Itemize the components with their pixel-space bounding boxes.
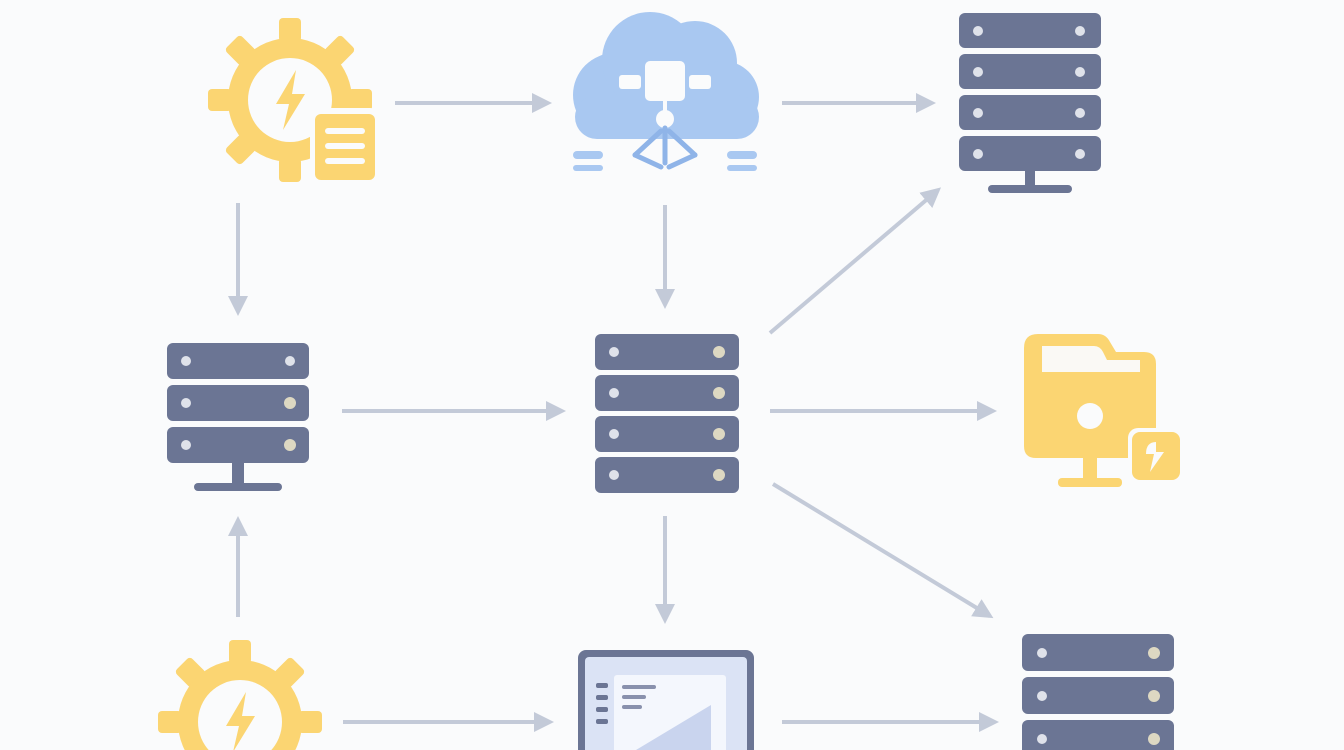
edges [228, 93, 999, 732]
server-stack-icon[interactable] [959, 13, 1101, 193]
gear-document-icon[interactable] [208, 18, 378, 184]
server-stack-icon[interactable] [167, 343, 309, 491]
folder-icon [1024, 334, 1156, 487]
gear-bolt-icon[interactable] [158, 640, 322, 750]
cloud-network-icon[interactable] [573, 12, 759, 171]
server-stack-icon[interactable] [595, 334, 739, 493]
monitor-chart-icon[interactable] [578, 650, 754, 750]
bolt-icon [276, 70, 305, 130]
edge-server-center-to-server-top-right [768, 187, 942, 335]
folder-monitor-icon[interactable] [1024, 334, 1184, 487]
server-stack-icon[interactable] [1022, 634, 1174, 750]
edge-server-center-to-server-bottom-right [771, 482, 994, 619]
bolt-icon [1128, 428, 1184, 484]
bolt-icon [226, 692, 255, 750]
document-icon [310, 108, 378, 184]
